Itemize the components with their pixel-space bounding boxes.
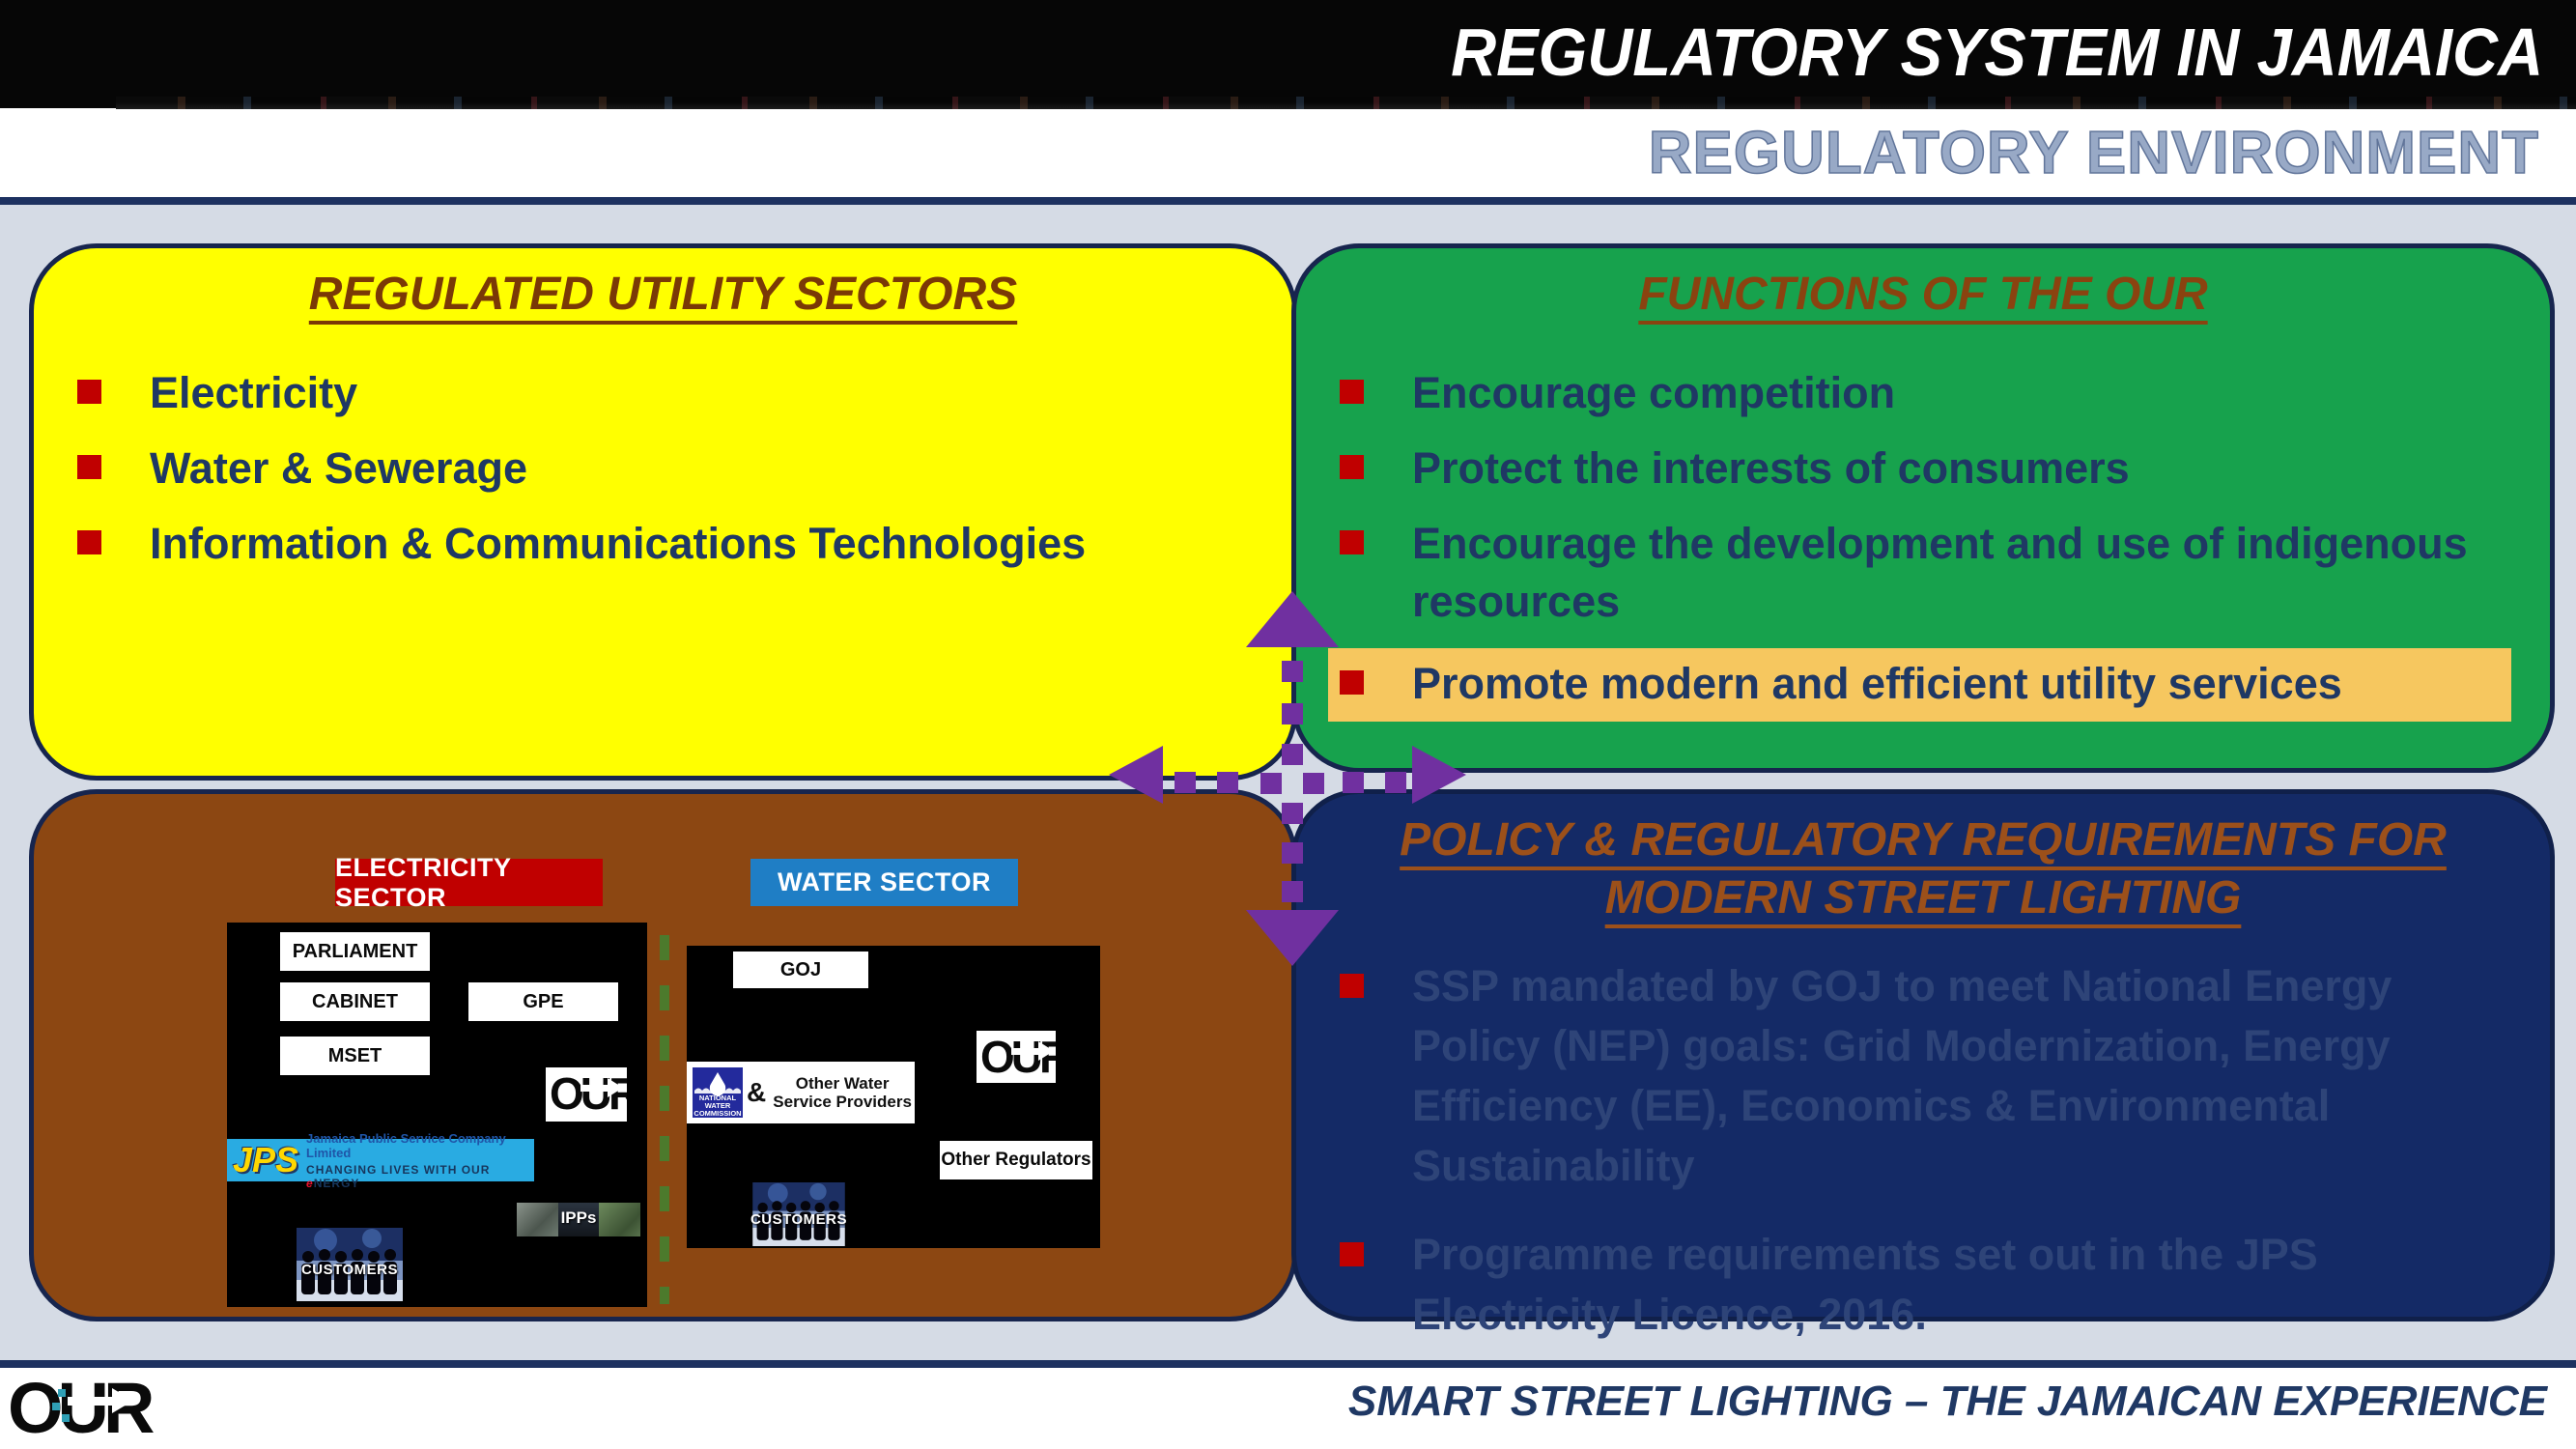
electricity-sector-header: ELECTRICITY SECTOR bbox=[335, 853, 603, 912]
highlighted-list-item: Promote modern and efficient utility ser… bbox=[1328, 648, 2511, 722]
bullet-square-icon bbox=[1340, 974, 1364, 998]
our-logo: OUR bbox=[546, 1067, 627, 1122]
water-diagram-panel: GOJ OUR NATIONAL WATER COMMISSION & bbox=[687, 946, 1100, 1248]
node-mset: MSET bbox=[280, 1037, 430, 1075]
bullet-square-icon bbox=[1340, 530, 1364, 554]
flow-dash-icon bbox=[1282, 661, 1303, 682]
regulated-sectors-box: REGULATED UTILITY SECTORS Electricity Wa… bbox=[29, 243, 1297, 781]
footer-title: SMART STREET LIGHTING – THE JAMAICAN EXP… bbox=[1347, 1378, 2547, 1425]
flow-dash-icon bbox=[1282, 803, 1303, 824]
bullet-square-icon bbox=[1340, 380, 1364, 404]
list-item: Electricity bbox=[77, 364, 1254, 422]
bullet-square-icon bbox=[77, 530, 101, 554]
functions-box: FUNCTIONS OF THE OUR Encourage competiti… bbox=[1291, 243, 2555, 773]
water-customers-image: CUSTOMERS bbox=[749, 1182, 849, 1246]
nwc-line3: COMMISSION bbox=[694, 1109, 741, 1118]
list-item: Programme requirements set out in the JP… bbox=[1340, 1225, 2511, 1345]
people-silhouettes-icon bbox=[297, 1228, 403, 1301]
arrow-head-icon bbox=[112, 1388, 133, 1413]
people-silhouettes-icon bbox=[752, 1182, 845, 1246]
functions-title: FUNCTIONS OF THE OUR bbox=[1638, 269, 2208, 320]
ipps-photo bbox=[557, 1203, 600, 1236]
nwc-line1: NATIONAL bbox=[699, 1094, 737, 1102]
dashed-divider bbox=[660, 935, 669, 1304]
node-parliament: PARLIAMENT bbox=[280, 932, 430, 971]
regulated-sectors-list: Electricity Water & Sewerage Information… bbox=[77, 364, 1254, 590]
flow-arrow-right-icon bbox=[1412, 746, 1466, 804]
node-cabinet: CABINET bbox=[280, 982, 430, 1021]
arrow-shaft-icon bbox=[580, 1085, 615, 1092]
nwc-line2: WATER bbox=[705, 1101, 731, 1110]
list-item: SSP mandated by GOJ to meet National Ene… bbox=[1340, 956, 2511, 1196]
list-item: Protect the interests of consumers bbox=[1340, 440, 2511, 497]
list-item: Information & Communications Technologie… bbox=[77, 515, 1254, 573]
ipps-images: IPPs bbox=[517, 1203, 641, 1236]
bullet-square-icon bbox=[77, 455, 101, 479]
top-divider-rule bbox=[0, 197, 2576, 205]
functions-list: Encourage competition Protect the intere… bbox=[1328, 364, 2511, 739]
our-logo: OUR bbox=[977, 1031, 1056, 1083]
flow-dash-icon bbox=[1282, 842, 1303, 864]
subtitle-band: REGULATORY ENVIRONMENT bbox=[0, 109, 2576, 197]
flow-dash-icon bbox=[1303, 773, 1324, 794]
slide-title: REGULATORY SYSTEM IN JAMAICA bbox=[1451, 14, 2543, 90]
flow-dash-icon bbox=[1260, 773, 1282, 794]
water-sector-header: WATER SECTOR bbox=[750, 859, 1018, 906]
electricity-diagram-panel: PARLIAMENT CABINET GPE MSET OUR JPS Jama… bbox=[227, 923, 647, 1307]
national-water-commission-logo: NATIONAL WATER COMMISSION bbox=[693, 1067, 743, 1118]
header-bar: REGULATORY SYSTEM IN JAMAICA bbox=[0, 0, 2576, 108]
regulated-sectors-title: REGULATED UTILITY SECTORS bbox=[308, 269, 1018, 320]
policy-box: POLICY & REGULATORY REQUIREMENTS FOR MOD… bbox=[1291, 789, 2555, 1339]
our-footer-logo: OUR bbox=[8, 1372, 155, 1447]
list-item: Water & Sewerage bbox=[77, 440, 1254, 497]
flow-dash-icon bbox=[1343, 772, 1364, 793]
node-other-regulators: Other Regulators bbox=[940, 1141, 1092, 1179]
flow-dash-icon bbox=[1282, 881, 1303, 902]
policy-title: POLICY & REGULATORY REQUIREMENTS FOR MOD… bbox=[1400, 814, 2447, 923]
photo-strip-decoration bbox=[116, 97, 2576, 111]
flow-dash-icon bbox=[1217, 772, 1238, 793]
teal-dot-icon bbox=[58, 1389, 66, 1397]
ampersand: & bbox=[747, 1077, 767, 1107]
bullet-square-icon bbox=[1340, 1242, 1364, 1266]
flow-dash-icon bbox=[1385, 772, 1406, 793]
arrow-shaft-icon bbox=[1011, 1048, 1046, 1055]
flow-dash-icon bbox=[1282, 744, 1303, 765]
sector-structure-box: ELECTRICITY SECTOR WATER SECTOR PARLIAME… bbox=[29, 789, 1297, 1321]
jps-tagline1: Jamaica Public Service Company Limited bbox=[306, 1130, 506, 1160]
water-providers-node: NATIONAL WATER COMMISSION & Other Water … bbox=[687, 1062, 915, 1123]
bullet-square-icon bbox=[1340, 455, 1364, 479]
flow-arrow-left-icon bbox=[1109, 746, 1163, 804]
bullet-square-icon bbox=[77, 380, 101, 404]
electricity-customers-image: CUSTOMERS bbox=[295, 1228, 405, 1301]
node-gpe: GPE bbox=[468, 982, 618, 1021]
power-plant-photo bbox=[517, 1203, 558, 1236]
policy-list: SSP mandated by GOJ to meet National Ene… bbox=[1340, 956, 2511, 1374]
node-goj: GOJ bbox=[733, 952, 868, 988]
arrow-head-icon bbox=[608, 1078, 623, 1097]
flow-arrow-up-icon bbox=[1246, 591, 1339, 647]
arrow-head-icon bbox=[1038, 1041, 1054, 1061]
jps-tagline2: CHANGING LIVES WITH OUR eNERGY bbox=[306, 1162, 491, 1190]
footer-band: OUR SMART STREET LIGHTING – THE JAMAICAN… bbox=[0, 1368, 2576, 1449]
flow-dash-icon bbox=[1175, 772, 1196, 793]
teal-dot-icon bbox=[52, 1403, 60, 1410]
slide-subtitle: REGULATORY ENVIRONMENT bbox=[1648, 119, 2539, 187]
flow-dash-icon bbox=[1282, 703, 1303, 724]
list-item: Encourage the development and use of ind… bbox=[1340, 515, 2511, 631]
bottom-divider-rule bbox=[0, 1360, 2576, 1368]
transmission-photo bbox=[599, 1203, 641, 1236]
teal-dot-icon bbox=[62, 1414, 70, 1422]
arrow-shaft-icon bbox=[68, 1397, 124, 1406]
jps-logo-bar: JPS Jamaica Public Service Company Limit… bbox=[227, 1131, 534, 1190]
flow-arrow-down-icon bbox=[1246, 910, 1339, 966]
list-item: Encourage competition bbox=[1340, 364, 2511, 422]
other-water-providers-label: Other Water Service Providers bbox=[773, 1074, 912, 1111]
bullet-square-icon bbox=[1340, 670, 1364, 695]
